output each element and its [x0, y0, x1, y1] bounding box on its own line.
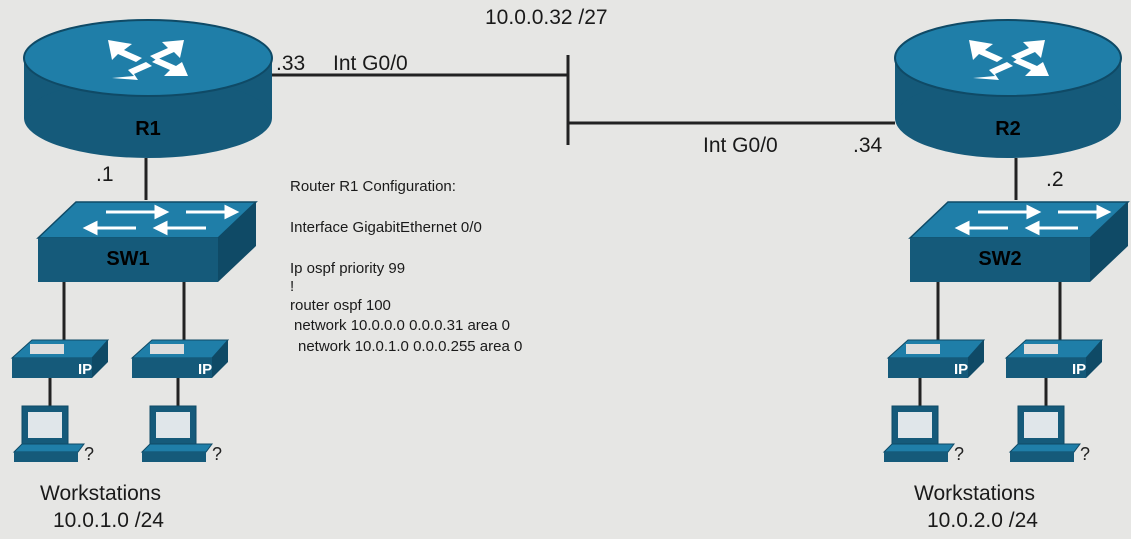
workstation-pc-4[interactable]: ? — [1008, 404, 1104, 466]
svg-text:?: ? — [84, 444, 94, 464]
r2-interface-name: Int G0/0 — [703, 134, 778, 157]
ip-phone-icon: IP — [1004, 339, 1104, 378]
config-line: Ip ospf priority 99 — [290, 260, 406, 277]
svg-text:?: ? — [1080, 444, 1090, 464]
left-lan-subnet: 10.0.1.0 /24 — [53, 509, 164, 532]
r2-interface-address: .34 — [853, 134, 883, 157]
r2-lan-address: .2 — [1046, 168, 1064, 191]
router-icon — [894, 19, 1122, 158]
router-r2[interactable]: R2 — [893, 18, 1123, 160]
switch-sw2-label: SW2 — [978, 248, 1022, 270]
switch-icon — [36, 201, 258, 282]
svg-text:IP: IP — [954, 361, 968, 378]
workstation-pc-1[interactable]: ? — [12, 404, 108, 466]
svg-text:?: ? — [212, 444, 222, 464]
switch-sw1[interactable]: SW1 — [36, 198, 258, 284]
svg-text:IP: IP — [1072, 361, 1086, 378]
computer-icon: ? — [882, 405, 964, 464]
subnet-top-label: 10.0.0.32 /27 — [485, 6, 608, 29]
svg-text:IP: IP — [78, 361, 92, 378]
router-r1[interactable]: R1 — [22, 18, 274, 160]
right-lan-subnet: 10.0.2.0 /24 — [927, 509, 1038, 532]
router-icon — [23, 19, 273, 158]
switch-icon — [908, 201, 1130, 282]
config-line: router ospf 100 — [290, 297, 391, 314]
ip-phone-icon: IP — [130, 339, 230, 378]
computer-icon: ? — [1008, 405, 1090, 464]
right-lan-title: Workstations — [914, 482, 1035, 505]
r1-lan-address: .1 — [96, 163, 114, 186]
ip-phone-4[interactable]: IP — [1002, 336, 1106, 382]
r1-interface-address: .33 — [276, 52, 306, 75]
config-line: ! — [290, 278, 295, 295]
config-title: Router R1 Configuration: — [290, 178, 456, 195]
ip-phone-3[interactable]: IP — [884, 336, 988, 382]
computer-icon: ? — [12, 405, 94, 464]
svg-text:?: ? — [954, 444, 964, 464]
ip-phone-2[interactable]: IP — [128, 336, 232, 382]
switch-sw1-label: SW1 — [106, 248, 150, 270]
router-r2-label: R2 — [995, 118, 1021, 140]
config-line: Interface GigabitEthernet 0/0 — [290, 219, 482, 236]
ip-phone-icon: IP — [886, 339, 986, 378]
computer-icon: ? — [140, 405, 222, 464]
r1-interface-name: Int G0/0 — [333, 52, 408, 75]
ip-phone-1[interactable]: IP — [8, 336, 112, 382]
svg-text:IP: IP — [198, 361, 212, 378]
left-lan-title: Workstations — [40, 482, 161, 505]
config-line: network 10.0.0.0 0.0.0.31 area 0 — [294, 317, 510, 334]
ip-phone-icon: IP — [10, 339, 110, 378]
router-r1-label: R1 — [135, 118, 161, 140]
workstation-pc-2[interactable]: ? — [140, 404, 236, 466]
config-line: network 10.0.1.0 0.0.0.255 area 0 — [298, 338, 523, 355]
switch-sw2[interactable]: SW2 — [908, 198, 1130, 284]
workstation-pc-3[interactable]: ? — [882, 404, 978, 466]
